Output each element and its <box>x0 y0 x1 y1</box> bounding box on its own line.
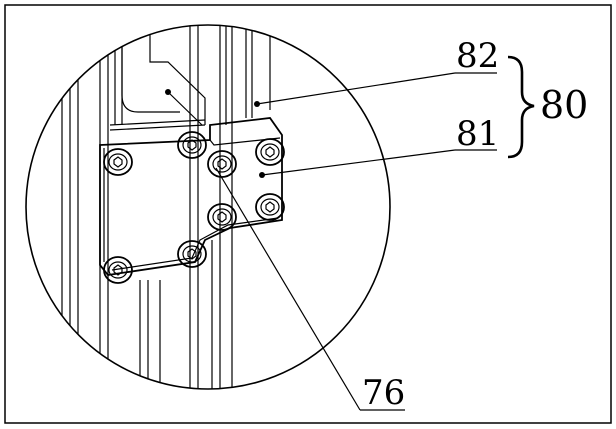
bolt-4 <box>255 138 285 166</box>
leader-81 <box>261 149 456 176</box>
bolt-8 <box>177 240 207 268</box>
outer-frame <box>4 4 612 424</box>
left-rail <box>61 25 109 389</box>
label-76: 76 <box>362 373 405 413</box>
leader-82 <box>256 72 456 105</box>
bolt-6 <box>255 193 285 221</box>
mounting-plate <box>99 117 283 276</box>
leader-76 <box>215 167 361 411</box>
label-82: 82 <box>456 36 499 76</box>
label-81: 81 <box>456 114 499 154</box>
bolt-3 <box>207 150 237 178</box>
label-80: 80 <box>540 83 588 127</box>
detail-circle <box>25 24 391 390</box>
bolt-2 <box>177 131 207 159</box>
right-rail <box>139 25 271 389</box>
right-curly-brace-icon <box>507 55 535 159</box>
leader-lines <box>167 72 497 411</box>
bolt-1 <box>103 148 133 176</box>
detail-view <box>61 25 285 389</box>
bolt-5 <box>207 203 237 231</box>
leader-82b <box>167 91 203 126</box>
bolt-7 <box>103 256 133 284</box>
